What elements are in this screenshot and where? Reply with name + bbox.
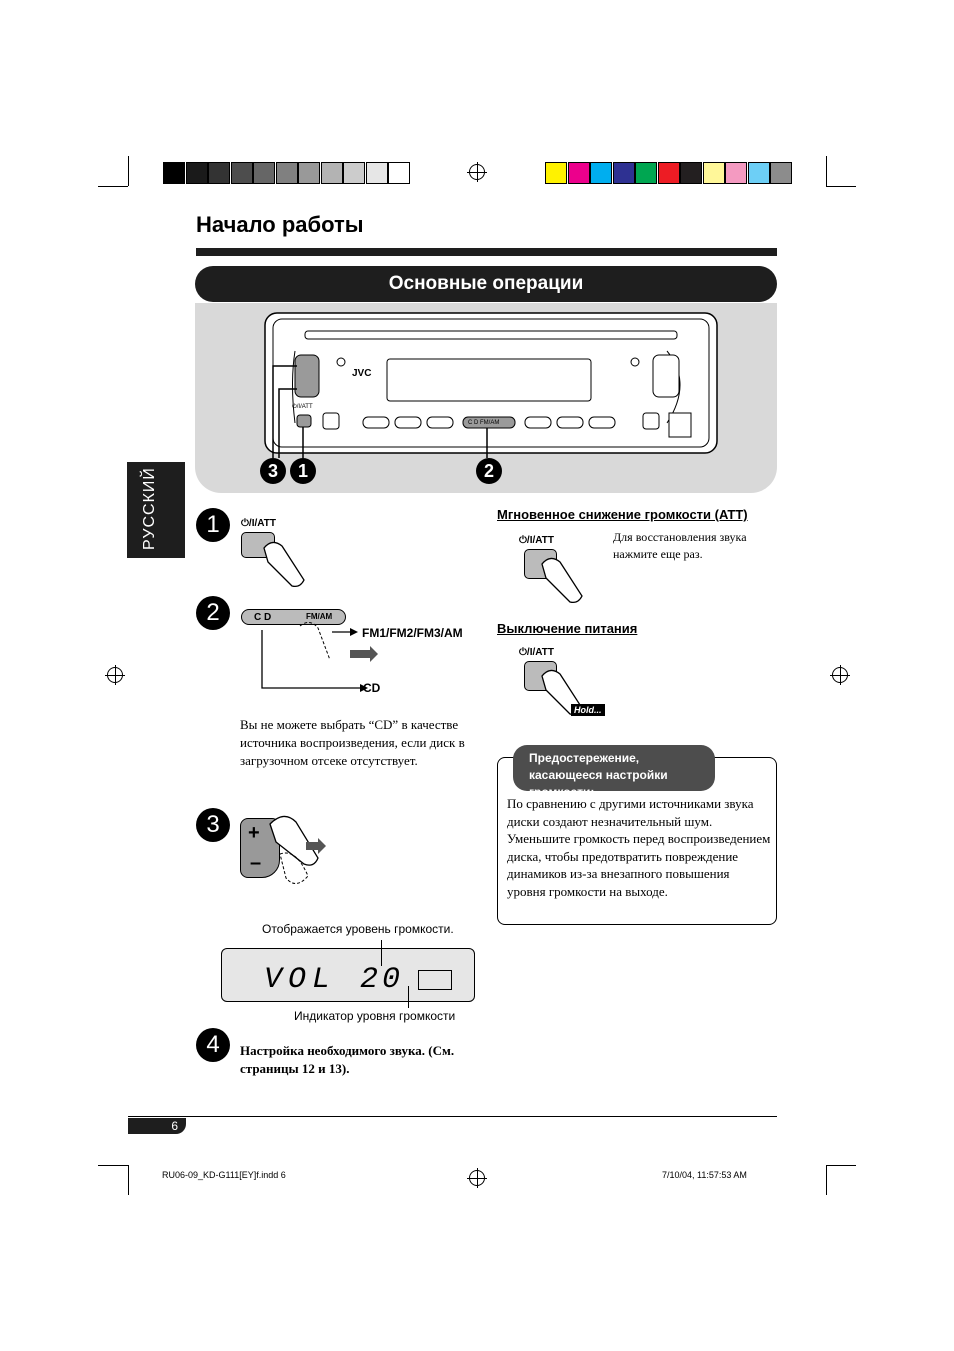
caption-leader	[408, 986, 409, 1008]
language-tab: РУССКИЙ	[127, 462, 185, 558]
color-swatch	[275, 162, 298, 184]
color-swatch	[163, 162, 185, 184]
att-section-label: ⏻/I/ATT	[519, 535, 554, 546]
fm-band-arrow-label: FM1/FM2/FM3/AM	[362, 626, 463, 640]
registration-mark-icon	[467, 162, 487, 182]
step-2-number: 2	[196, 596, 230, 630]
finger-swipe-icon	[269, 815, 326, 884]
step-4-text: Настройка необходимого звука. (См. стран…	[240, 1043, 455, 1076]
color-swatch	[747, 162, 770, 184]
color-swatch	[298, 162, 320, 184]
source-button-label: C D FM/AM	[468, 420, 500, 426]
color-swatch	[545, 162, 567, 184]
registration-mark-icon	[105, 665, 125, 685]
crop-mark	[98, 186, 128, 187]
att-section-heading: Мгновенное снижение громкости (ATT)	[497, 507, 748, 522]
color-swatch	[657, 162, 680, 184]
footer-timestamp: 7/10/04, 11:57:53 AM	[662, 1170, 747, 1180]
step-4-number: 4	[196, 1028, 230, 1062]
color-swatch	[680, 162, 702, 184]
title-rule	[196, 248, 777, 256]
color-swatch	[343, 162, 365, 184]
power-section-label: ⏻/I/ATT	[519, 647, 554, 658]
volume-plus-label: +	[248, 822, 260, 844]
color-swatch	[770, 162, 792, 184]
caption-leader	[381, 940, 382, 966]
footer-rule	[128, 1116, 777, 1117]
lcd-display	[221, 948, 475, 1002]
color-swatch	[635, 162, 657, 184]
source-button	[241, 609, 346, 625]
att-section-text: Для восстановления звука нажмите еще раз…	[613, 530, 747, 561]
lcd-vol-value: 20	[360, 963, 405, 997]
finger-icon	[263, 541, 305, 588]
crop-mark	[128, 156, 129, 186]
page-title: Начало работы	[196, 212, 364, 237]
color-swatch	[702, 162, 725, 184]
section-title: Основные операции	[195, 266, 777, 302]
car-receiver-illustration	[264, 312, 718, 458]
att-button-label: ⏻/I/ATT	[292, 404, 313, 410]
crop-mark	[826, 1165, 856, 1166]
crop-mark	[98, 1165, 128, 1166]
brand-logo: JVC	[352, 368, 372, 379]
display-caption-top: Отображается уровень громкости.	[262, 922, 454, 936]
power-section-heading: Выключение питания	[497, 621, 638, 636]
page-number: 6	[128, 1118, 186, 1134]
callout-1: 1	[290, 458, 316, 484]
crop-mark	[826, 186, 856, 187]
color-swatch	[725, 162, 747, 184]
step-1-label: ⏻/I/ATT	[241, 518, 276, 529]
caution-text: По сравнению с другими источниками звука…	[507, 796, 771, 899]
step-2-note: Вы не можете выбрать “CD” в качестве ист…	[240, 717, 465, 768]
color-swatch	[185, 162, 208, 184]
cd-button-label: C D	[254, 612, 272, 623]
cd-arrow-label: CD	[363, 681, 381, 695]
callout-3: 3	[260, 458, 286, 484]
color-swatch	[590, 162, 612, 184]
lcd-vol-text: VOL	[264, 963, 337, 997]
crop-mark	[826, 1165, 827, 1195]
color-swatch	[253, 162, 275, 184]
color-swatch	[230, 162, 253, 184]
step-1-number: 1	[196, 508, 230, 542]
registration-mark-icon	[830, 665, 850, 685]
registration-mark-icon	[467, 1168, 487, 1188]
callout-2: 2	[476, 458, 502, 484]
color-swatch	[208, 162, 230, 184]
crop-mark	[128, 1165, 129, 1195]
color-swatch	[320, 162, 343, 184]
display-caption-bottom: Индикатор уровня громкости	[294, 1009, 456, 1023]
finger-icon	[541, 557, 583, 604]
step-2-arrows	[261, 622, 378, 692]
step-3-number: 3	[196, 808, 230, 842]
hold-badge: Hold...	[571, 704, 605, 716]
language-tab-label: РУССКИЙ	[141, 467, 158, 550]
color-swatch	[567, 162, 590, 184]
color-swatch	[388, 162, 410, 184]
color-swatch	[365, 162, 388, 184]
eq-indicator-icon	[418, 970, 452, 990]
volume-minus-label: –	[250, 852, 262, 874]
fm-button-label: FM/AM	[306, 612, 333, 621]
footer-file: RU06-09_KD-G111[EY]f.indd 6	[162, 1170, 286, 1180]
color-swatch	[612, 162, 635, 184]
caution-title: Предостережение, касающееся настройки гр…	[513, 745, 715, 799]
crop-mark	[826, 156, 827, 186]
